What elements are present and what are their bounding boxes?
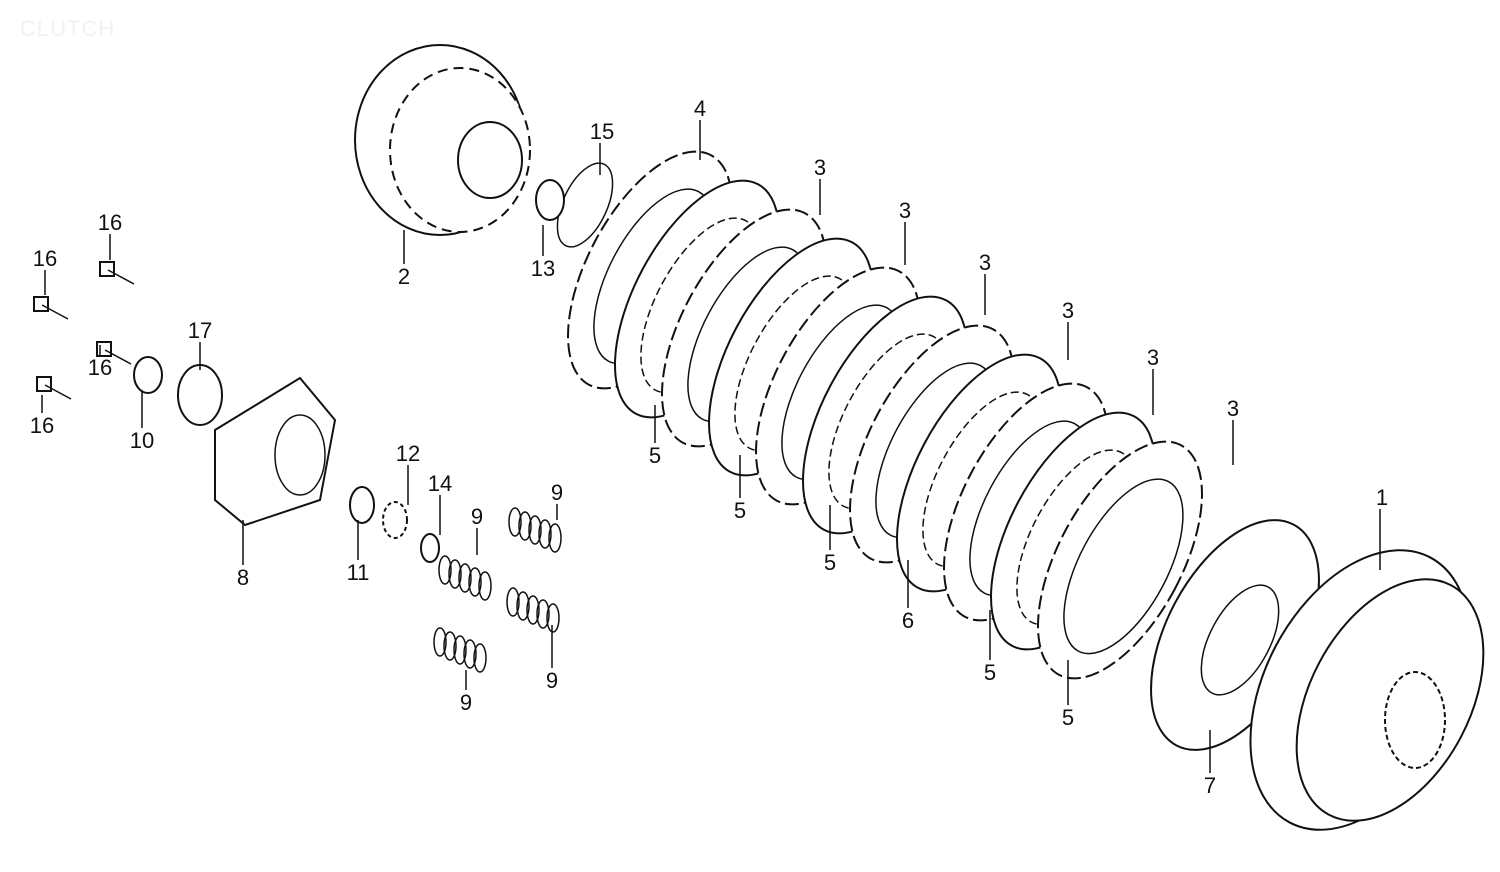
cap: [133, 356, 163, 394]
callout-label: 13: [531, 256, 555, 281]
callout-label: 12: [396, 441, 420, 466]
clutch-spring-coil: [516, 591, 530, 621]
clutch-spring-coil: [526, 595, 540, 625]
friction-disc: [1037, 440, 1203, 680]
clutch-spring-coil: [528, 515, 542, 545]
callout-label: 9: [471, 504, 483, 529]
clutch-spring-coil: [508, 507, 522, 537]
clutch-spring-coil: [548, 523, 562, 553]
toothed-washer: [382, 501, 408, 539]
callout-label: 14: [428, 471, 452, 496]
callout-label: 5: [734, 498, 746, 523]
callout-label: 3: [899, 198, 911, 223]
clutch-spring-coil: [433, 627, 447, 657]
clutch-spring-coil: [438, 555, 452, 585]
callout-label: 9: [546, 668, 558, 693]
clutch-spring-coil: [468, 567, 482, 597]
callout-label: 9: [551, 480, 563, 505]
callout-label: 5: [649, 443, 661, 468]
bolt-head: [99, 261, 115, 277]
nut: [349, 486, 375, 524]
parts-layer: [33, 44, 1485, 831]
clutch-spring-coil: [473, 643, 487, 673]
callout-label: 4: [694, 96, 706, 121]
callout-label: 17: [188, 318, 212, 343]
bolt-shank: [104, 349, 132, 365]
callout-label: 8: [237, 565, 249, 590]
callout-label: 5: [984, 660, 996, 685]
disc-inner-edge: [1063, 478, 1184, 655]
hub-center: [457, 121, 523, 199]
diagram-title: CLUTCH: [20, 16, 116, 41]
callout-label: 6: [902, 608, 914, 633]
clutch-spring-coil: [538, 519, 552, 549]
bolt-shank: [41, 304, 69, 320]
callout-label: 9: [460, 690, 472, 715]
callout-label: 16: [33, 246, 57, 271]
callout-label: 11: [347, 560, 370, 585]
callout-label: 5: [1062, 705, 1074, 730]
bearing: [177, 364, 223, 426]
clutch-spring-coil: [443, 631, 457, 661]
callout-label: 1: [1376, 485, 1388, 510]
callout-label: 10: [130, 428, 154, 453]
callout-label: 3: [1062, 298, 1074, 323]
bolt-shank: [44, 384, 72, 400]
pressure-plate-center: [1200, 584, 1280, 696]
lifter-bore: [274, 414, 326, 496]
callout-label: 5: [824, 550, 836, 575]
clutch-spring-coil: [536, 599, 550, 629]
lock-washer: [535, 179, 565, 221]
bolt-head: [96, 341, 112, 357]
bolt-head: [36, 376, 52, 392]
callout-label: 3: [1147, 345, 1159, 370]
clutch-spring-coil: [458, 563, 472, 593]
snap-ring: [556, 162, 614, 248]
clutch-spring-coil: [448, 559, 462, 589]
callout-label: 3: [1227, 396, 1239, 421]
clutch-spring-coil: [518, 511, 532, 541]
bolt-shank: [107, 269, 135, 285]
callout-label: 7: [1204, 773, 1216, 798]
callout-label: 16: [30, 413, 54, 438]
housing-gear: [1384, 671, 1446, 769]
leader-lines: [41, 120, 1381, 773]
clutch-spring-coil: [463, 639, 477, 669]
callout-label: 15: [590, 119, 614, 144]
bolt-head: [33, 296, 49, 312]
clutch-spring-coil: [478, 571, 492, 601]
callout-label: 3: [979, 250, 991, 275]
callout-label: 3: [814, 155, 826, 180]
clutch-spring-coil: [546, 603, 560, 633]
clutch-spring-coil: [453, 635, 467, 665]
washer: [420, 533, 440, 563]
callout-label: 16: [98, 210, 122, 235]
callout-label: 2: [398, 264, 410, 289]
clutch-spring-coil: [506, 587, 520, 617]
callout-label: 16: [88, 355, 112, 380]
